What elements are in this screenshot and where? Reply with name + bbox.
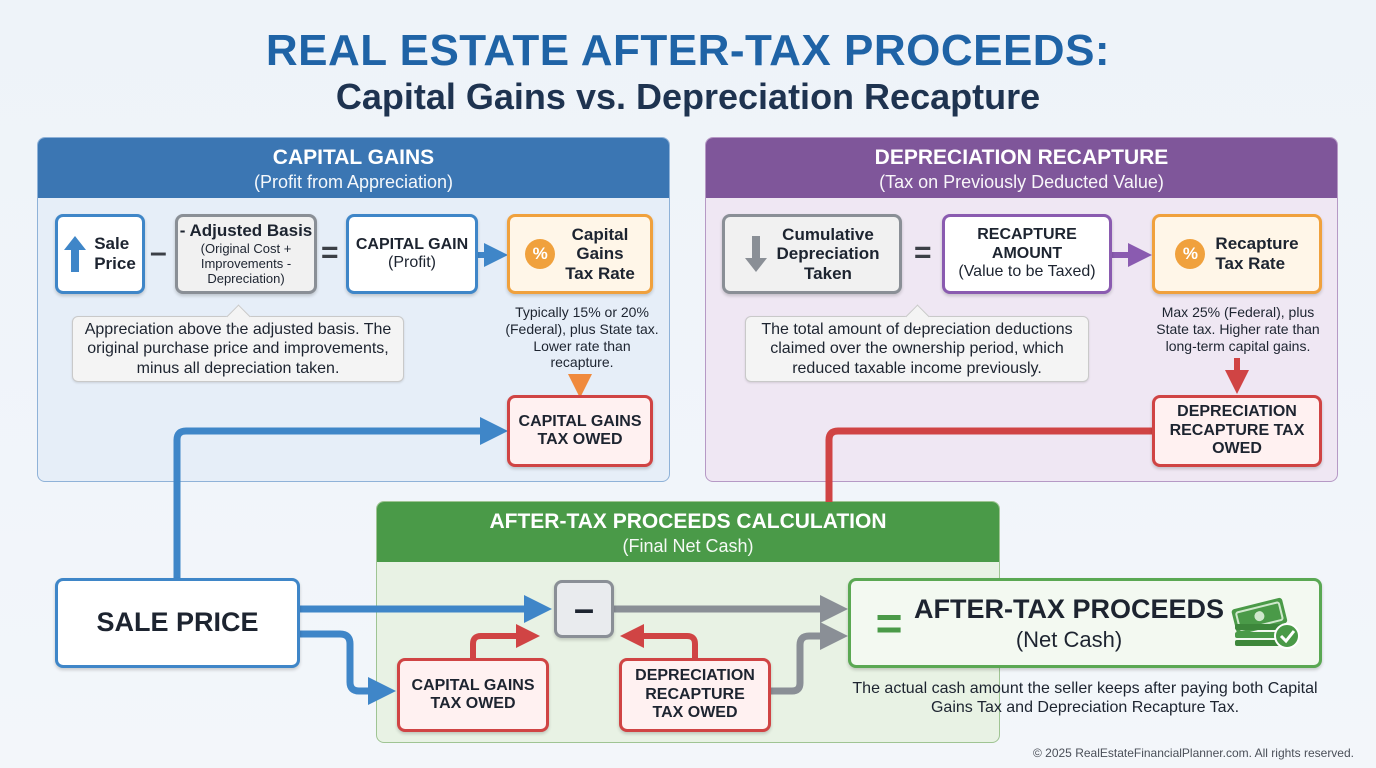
sale-price-box: Sale Price xyxy=(55,214,145,294)
capital-gain-detail: (Profit) xyxy=(388,254,436,271)
recapture-amount-title-1: RECAPTURE xyxy=(977,226,1077,244)
after-tax-subheading: (Final Net Cash) xyxy=(622,536,754,556)
sale-price-label-2: Price xyxy=(94,254,136,273)
calc-cg-owed-box: CAPITAL GAINS TAX OWED xyxy=(397,658,549,732)
calc-dr-owed-label-1: DEPRECIATION xyxy=(635,667,755,685)
result-detail: (Net Cash) xyxy=(1015,626,1123,652)
page-subtitle: Capital Gains vs. Depreciation Recapture xyxy=(335,76,1041,117)
copyright-footer: © 2025 RealEstateFinancialPlanner.com. A… xyxy=(1032,746,1354,760)
sale-price-label-1: Sale xyxy=(94,234,130,254)
after-tax-heading: AFTER-TAX PROCEEDS CALCULATION xyxy=(489,510,887,533)
cg-owed-label-1: CAPITAL GAINS xyxy=(518,412,642,430)
result-title: AFTER-TAX PROCEEDS xyxy=(913,593,1224,624)
calc-dr-owed-label-2: RECAPTURE xyxy=(645,685,745,703)
recapture-amount-title-2: AMOUNT xyxy=(991,244,1063,262)
percent-icon: % xyxy=(1175,239,1206,269)
capital-gains-subheading: (Profit from Appreciation) xyxy=(253,172,454,192)
capital-gain-box: CAPITAL GAIN (Profit) xyxy=(346,214,478,294)
result-equals: = xyxy=(875,596,903,649)
depreciation-recapture-header: DEPRECIATION RECAPTURE (Tax on Previousl… xyxy=(706,138,1337,198)
percent-icon: % xyxy=(525,239,556,269)
line-dr-owed-to-calc xyxy=(825,427,1152,502)
cumulative-label-2: Depreciation xyxy=(776,244,880,264)
capital-gains-heading: CAPITAL GAINS xyxy=(272,146,435,169)
cumulative-depreciation-box: Cumulative Depreciation Taken xyxy=(722,214,902,294)
recapture-amount-box: RECAPTURE AMOUNT (Value to be Taxed) xyxy=(942,214,1112,294)
dr-explanation-note: The total amount of depreciation deducti… xyxy=(745,316,1089,382)
cg-rate-label-3: Tax Rate xyxy=(565,263,635,283)
recapture-rate-box: % Recapture Tax Rate xyxy=(1152,214,1322,294)
depreciation-recapture-subheading: (Tax on Previously Deducted Value) xyxy=(879,172,1164,192)
arrow-dr-bottom-to-result xyxy=(771,622,848,695)
capital-gains-rate-box: % Capital Gains Tax Rate xyxy=(507,214,653,294)
arrow-sale-to-cg-owed xyxy=(173,417,508,578)
cg-rate-label-2: Gains xyxy=(576,244,624,264)
cg-owed-label-2: TAX OWED xyxy=(537,431,623,448)
down-arrow-icon xyxy=(744,236,767,272)
calc-cg-owed-label-2: TAX OWED xyxy=(430,695,516,712)
arrow-sale-to-cg-bottom xyxy=(300,630,396,705)
minus-operator: – xyxy=(150,236,167,269)
calc-dr-owed-box: DEPRECIATION RECAPTURE TAX OWED xyxy=(619,658,771,732)
adjusted-basis-detail: (Original Cost + Improvements - Deprecia… xyxy=(200,241,292,287)
page-title: REAL ESTATE AFTER-TAX PROCEEDS: xyxy=(265,26,1111,75)
cg-rate-label-1: Capital xyxy=(571,224,629,244)
after-tax-proceeds-box: = AFTER-TAX PROCEEDS (Net Cash) xyxy=(848,578,1322,668)
cash-stack-icon xyxy=(1231,597,1300,649)
capital-gains-header: CAPITAL GAINS (Profit from Appreciation) xyxy=(38,138,669,198)
dr-equals-operator: = xyxy=(914,236,932,269)
depreciation-recapture-heading: DEPRECIATION RECAPTURE xyxy=(874,146,1169,169)
dr-rate-label-1: Recapture xyxy=(1215,234,1299,254)
dr-rate-label-2: Tax Rate xyxy=(1215,254,1286,273)
cumulative-label-1: Cumulative xyxy=(782,224,874,244)
adjusted-basis-title: - Adjusted Basis xyxy=(179,220,313,240)
up-arrow-icon xyxy=(64,236,87,272)
equals-operator: = xyxy=(321,236,339,269)
dr-owed-label-3: OWED xyxy=(1212,440,1262,458)
dr-owed-label-1: DEPRECIATION xyxy=(1177,403,1297,421)
dr-tax-owed-box: DEPRECIATION RECAPTURE TAX OWED xyxy=(1152,395,1322,467)
after-tax-header: AFTER-TAX PROCEEDS CALCULATION (Final Ne… xyxy=(377,502,999,562)
calc-cg-owed-label-1: CAPITAL GAINS xyxy=(411,676,535,694)
dr-rate-note: Max 25% (Federal), plus State tax. Highe… xyxy=(1156,304,1320,354)
cg-explanation-note: Appreciation above the adjusted basis. T… xyxy=(72,316,404,382)
arrow-cg-bottom-to-minus xyxy=(470,624,540,658)
capital-gain-title: CAPITAL GAIN xyxy=(355,235,469,253)
calc-dr-owed-label-3: TAX OWED xyxy=(652,704,738,722)
result-note: The actual cash amount the seller keeps … xyxy=(852,680,1318,717)
recapture-amount-detail: (Value to be Taxed) xyxy=(958,263,1096,281)
cumulative-label-3: Taken xyxy=(804,263,852,283)
adjusted-basis-box: - Adjusted Basis (Original Cost + Improv… xyxy=(175,214,317,294)
dr-owed-label-2: RECAPTURE TAX xyxy=(1169,421,1305,439)
cg-rate-note: Typically 15% or 20% (Federal), plus Sta… xyxy=(505,304,659,371)
cg-tax-owed-box: CAPITAL GAINS TAX OWED xyxy=(507,395,653,467)
minus-calc-box: – xyxy=(554,580,614,638)
arrow-dr-bottom-to-minus xyxy=(620,624,698,658)
sale-price-large-box: SALE PRICE xyxy=(55,578,300,668)
